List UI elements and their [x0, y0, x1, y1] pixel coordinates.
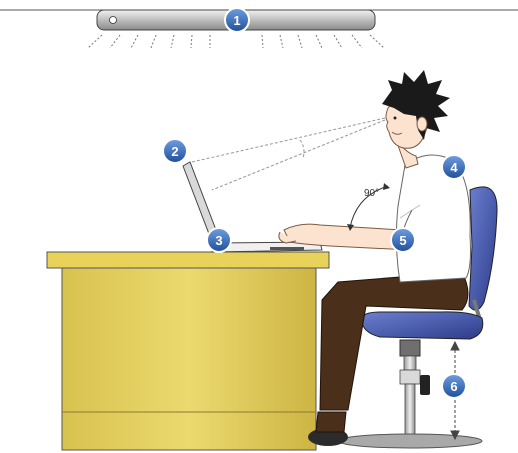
badge-elbow-position: 5	[391, 228, 415, 252]
badge-label: 5	[399, 233, 406, 248]
sight-lines	[192, 118, 385, 190]
badge-label: 3	[215, 233, 222, 248]
badge-ceiling-light: 1	[225, 8, 249, 32]
desk	[47, 252, 329, 450]
light-rays	[88, 35, 384, 48]
badge-label: 4	[450, 160, 458, 175]
badge-label: 2	[171, 144, 178, 159]
badge-chair-height: 6	[442, 374, 466, 398]
badge-laptop-screen: 2	[163, 139, 187, 163]
angle-label: 90°	[364, 188, 379, 199]
elbow-angle: 90°	[347, 183, 390, 231]
badge-laptop-keyboard: 3	[207, 228, 231, 252]
badge-label: 1	[233, 13, 240, 28]
badge-label: 6	[450, 379, 457, 394]
badge-shoulder-posture: 4	[442, 155, 466, 179]
